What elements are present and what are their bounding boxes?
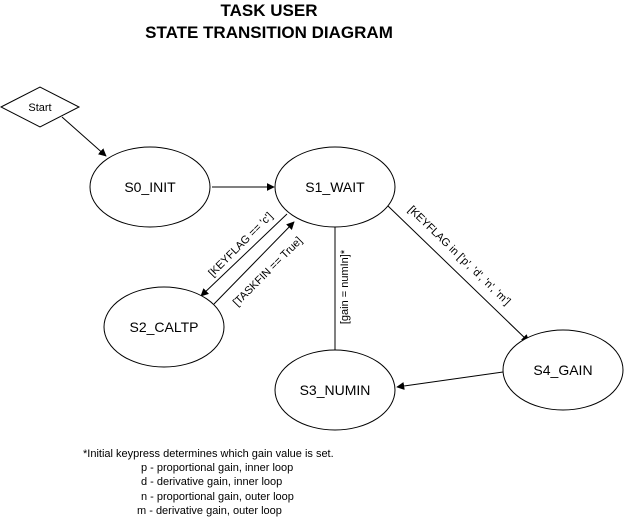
label-s1-to-s4: [KEYFLAG in ['p', 'd', 'n', 'm'] [406,204,513,308]
state-s4-gain [502,329,624,411]
footnote-line: d - derivative gain, inner loop [141,476,282,488]
footnote-heading: *Initial keypress determines which gain … [83,448,334,460]
diagram-title-line2: STATE TRANSITION DIAGRAM [145,23,393,42]
state-s2-caltp [103,286,225,368]
state-s1-label: S1_WAIT [305,179,365,195]
state-s2-label: S2_CALTP [130,319,199,335]
diagram-title-line1: TASK USER [221,1,318,20]
state-s3-numin [274,349,396,431]
state-s0-label: S0_INIT [124,179,176,195]
start-node [0,86,81,128]
state-s3-label: S3_NUMIN [300,382,371,398]
footnote-line: m - derivative gain, outer loop [137,505,282,517]
start-node-label: Start [28,102,51,114]
state-s1-wait [274,146,396,228]
label-s3-to-s1: [gain = numIn]* [339,249,351,324]
edge-s1-to-s4 [387,205,530,343]
edge-s1-to-s2 [200,213,288,297]
state-s4-label: S4_GAIN [533,362,592,378]
edge-s4-to-s3 [396,371,504,390]
edge-s2-to-s1 [213,221,295,305]
footnote-line: p - proportional gain, inner loop [141,462,293,474]
edge-start-to-s0 [61,116,107,157]
footnote-line: n - proportional gain, outer loop [141,491,294,503]
state-s0-init [89,146,211,228]
